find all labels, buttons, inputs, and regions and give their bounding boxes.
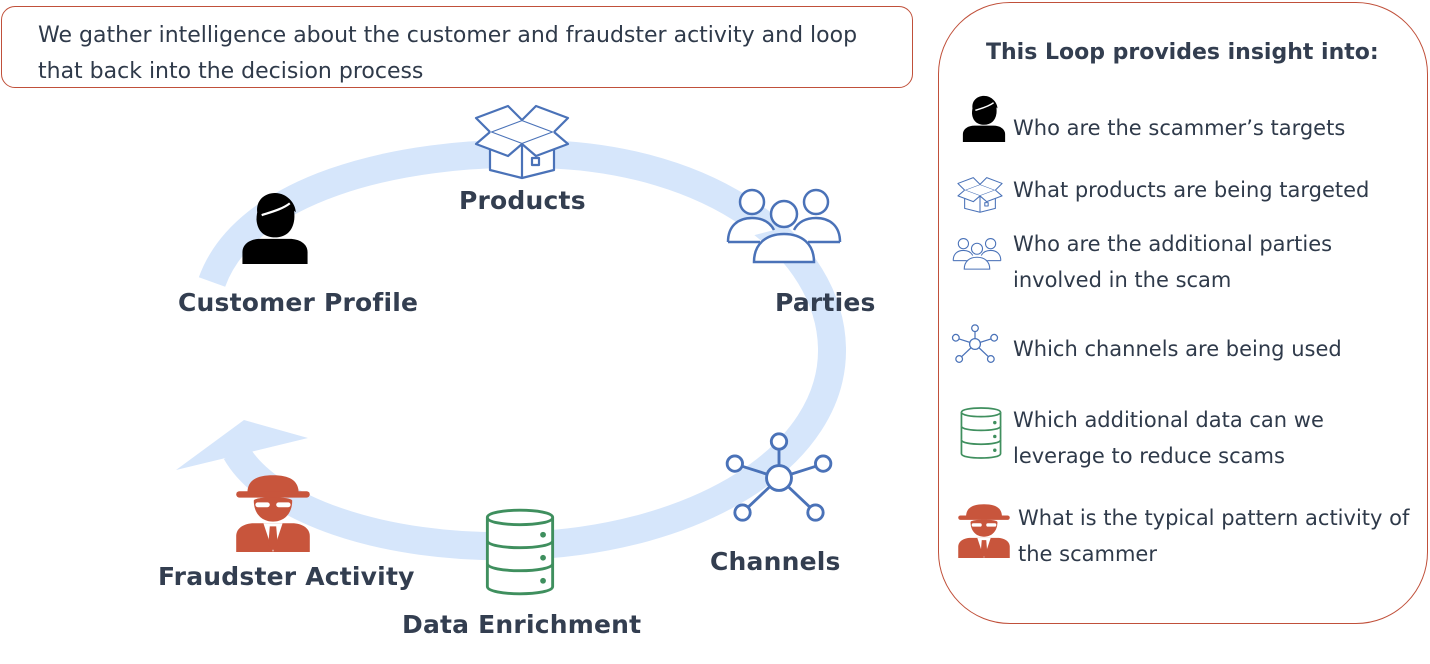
node-label-parties: Parties [775,288,876,317]
insight-item-products: What products are being targeted [1013,178,1370,202]
node-label-data-enrichment: Data Enrichment [402,610,642,639]
database-icon [480,504,560,600]
insight-item-data: Which additional data can we leverage to… [1013,408,1324,468]
database-icon [958,404,1004,462]
node-label-products: Products [459,186,586,215]
feedback-loop-arrow [176,139,847,561]
insight-item-parties: Who are the additional parties involved … [1013,232,1333,292]
insight-item-targets: Who are the scammer’s targets [1013,116,1346,140]
box-icon [472,100,572,180]
node-label-channels: Channels [710,547,841,576]
insight-item-pattern: What is the typical pattern activity of … [1018,506,1410,566]
person-icon [960,92,1008,144]
node-label-customer-profile: Customer Profile [178,288,419,317]
insight-item-channels: Which channels are being used [1013,337,1342,361]
insight-panel [938,2,1428,624]
box-icon [956,174,1004,214]
network-icon [950,320,1000,368]
network-icon [720,430,838,526]
intro-callout: We gather intelligence about the custome… [1,6,913,88]
panel-title: This Loop provides insight into: [986,40,1379,65]
spy-icon [955,502,1013,558]
person-icon [238,188,312,266]
intro-text: We gather intelligence about the custome… [38,23,858,84]
group-icon [950,236,1004,270]
spy-icon [232,472,314,552]
node-label-fraudster-activity: Fraudster Activity [158,562,415,591]
group-icon [724,184,844,264]
